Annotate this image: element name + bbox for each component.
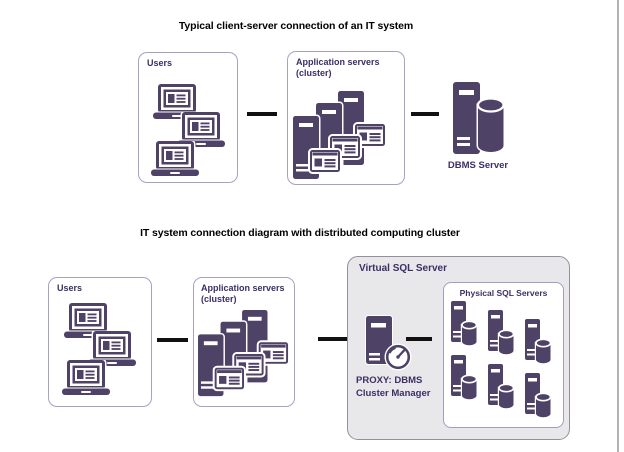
proxy-dbms-cluster-manager-label: PROXY: DBMS Cluster Manager: [356, 375, 431, 399]
laptop-icon: [62, 360, 110, 396]
connector-users-appservers-top: [247, 112, 277, 116]
server-database-icon: [487, 309, 514, 356]
top-diagram-title: Typical client-server connection of an I…: [178, 20, 414, 32]
server-cluster-icon: [291, 89, 391, 182]
top-users-label: Users: [147, 58, 173, 68]
connector-proxy-physical: [406, 337, 432, 341]
top-app-servers-label: Application servers (cluster): [296, 57, 380, 78]
server-database-icon: [450, 354, 477, 401]
connector-users-appservers-bottom: [157, 338, 188, 342]
page-edge-line: [617, 0, 619, 452]
server-database-icon: [487, 363, 514, 410]
bottom-users-label: Users: [57, 283, 83, 293]
laptop-icon: [151, 141, 199, 177]
server-database-icon: [451, 80, 505, 158]
virtual-sql-server-label: Virtual SQL Server: [359, 263, 448, 274]
connector-appservers-proxy: [318, 337, 353, 341]
server-database-icon: [524, 372, 551, 419]
bottom-app-servers-label: Application servers (cluster): [201, 283, 285, 304]
server-database-icon: [524, 318, 551, 365]
physical-sql-servers-label: Physical SQL Servers: [459, 288, 548, 298]
connector-appservers-dbms-top: [411, 112, 439, 116]
server-cluster-icon: [196, 308, 294, 399]
dbms-server-label: DBMS Server: [447, 160, 509, 171]
proxy-server-gauge-icon: [365, 315, 413, 373]
server-database-icon: [450, 300, 477, 347]
bottom-diagram-title: IT system connection diagram with distri…: [140, 227, 460, 239]
